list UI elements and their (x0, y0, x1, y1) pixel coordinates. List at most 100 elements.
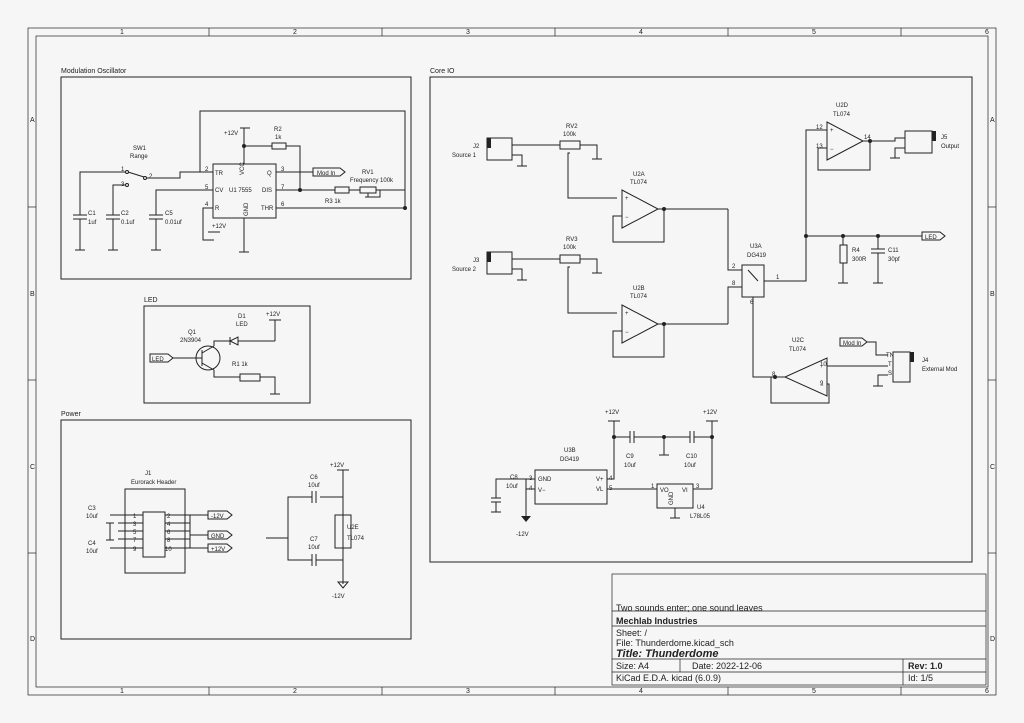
svg-text:13: 13 (816, 144, 823, 150)
svg-text:6: 6 (281, 202, 285, 208)
u3a-dg419-switch (741, 264, 765, 298)
col-2-top: 2 (293, 29, 297, 36)
j2-ref: J2 (473, 144, 480, 150)
j5-ref: J5 (941, 135, 948, 141)
svg-text:8: 8 (167, 538, 171, 544)
svg-text:2: 2 (205, 167, 209, 173)
j1-ref: J1 (145, 471, 152, 477)
svg-text:+: + (830, 128, 834, 134)
c1-value: 1uf (88, 220, 97, 226)
tb-company: Mechlab Industries (616, 616, 698, 626)
c2-ref: C2 (121, 211, 129, 217)
c11-value: 30pf (888, 257, 900, 263)
j5-value: Output (941, 144, 959, 150)
col-2-bottom: 2 (293, 688, 297, 695)
q1-value: 2N3904 (180, 338, 202, 344)
power-section: Power J1 Eurorack Header 1 3 5 7 9 2 4 6… (60, 411, 412, 640)
svg-text:GND: GND (669, 491, 675, 505)
svg-text:3: 3 (133, 522, 137, 528)
u2c-value: TL074 (789, 347, 807, 353)
row-d-left: D (30, 636, 35, 643)
modosc-modin: Mod In (317, 171, 335, 177)
j3-jack (486, 251, 513, 275)
svg-text:1: 1 (651, 484, 655, 490)
svg-text:1: 1 (121, 167, 125, 173)
c6-value: 10uf (308, 483, 320, 489)
u1-label: U1 7555 (229, 188, 252, 194)
svg-text:VCC: VCC (240, 162, 246, 175)
tb-sheet: Sheet: / (616, 628, 648, 638)
svg-text:14: 14 (864, 135, 871, 141)
c5-ref: C5 (165, 211, 173, 217)
led-netlabel-out (921, 231, 946, 241)
row-b-right: B (990, 291, 995, 298)
rv3-ref: RV3 (566, 237, 578, 243)
svg-text:12: 12 (816, 125, 823, 131)
svg-text:GND: GND (538, 477, 552, 483)
svg-text:8: 8 (772, 372, 776, 378)
rv2-value: 100k (563, 132, 577, 138)
u3a-ref: U3A (750, 244, 762, 250)
rv2-ref: RV2 (566, 124, 578, 130)
c4-value: 10uf (86, 549, 98, 555)
j1-value: Eurorack Header (131, 480, 176, 486)
col-5-bottom: 5 (812, 688, 816, 695)
net-gnd: GND (211, 534, 225, 540)
svg-text:TR: TR (215, 171, 224, 177)
d1-led (228, 336, 239, 346)
svg-text:THR: THR (261, 206, 274, 212)
power-p12-label: +12V (330, 463, 344, 469)
r4-ref: R4 (852, 248, 860, 254)
section-title-led: LED (144, 297, 158, 304)
svg-text:2: 2 (149, 174, 153, 180)
col-6-top: 6 (985, 29, 989, 36)
u2e-value: TL074 (347, 536, 365, 542)
u3b-dg419-power (534, 469, 608, 505)
svg-text:6: 6 (167, 530, 171, 536)
tb-tool: KiCad E.D.A. kicad (6.0.9) (616, 673, 721, 683)
u3b-ref: U3B (564, 448, 576, 454)
row-d-right: D (990, 636, 995, 643)
svg-text:4: 4 (167, 522, 171, 528)
u2b-ref: U2B (633, 286, 645, 292)
svg-text:V−: V− (538, 488, 546, 494)
row-c-left: C (30, 464, 35, 471)
u2e-ref: U2E (347, 525, 359, 531)
j2-value: Source 1 (452, 153, 477, 159)
r2-value: 1k (275, 135, 282, 141)
svg-text:6: 6 (750, 300, 754, 306)
r4-resistor (839, 244, 848, 264)
title-block: Two sounds enter; one sound leaves Mechl… (611, 573, 987, 686)
u2a-opamp (621, 189, 660, 229)
svg-text:R: R (215, 206, 220, 212)
led-vcc-label: +12V (266, 312, 280, 318)
tb-date: Date: 2022-12-06 (692, 661, 762, 671)
tb-id: Id: 1/5 (908, 673, 933, 683)
net-m12: -12V (211, 514, 224, 520)
c5-value: 0.01uf (165, 220, 182, 226)
row-c-right: C (990, 464, 995, 471)
c9-value: 10uf (624, 463, 636, 469)
modosc-vcc-label: +12V (224, 131, 238, 137)
r1-label: R1 1k (232, 362, 249, 368)
svg-text:8: 8 (732, 281, 736, 287)
col-6-bottom: 6 (985, 688, 989, 695)
rv1-value: Frequency 100k (350, 178, 394, 184)
row-a-left: A (30, 117, 35, 124)
modin-netlabel-core (839, 337, 868, 347)
j4-ref: J4 (922, 358, 929, 364)
svg-text:DIS: DIS (262, 188, 272, 194)
tb-size: Size: A4 (616, 661, 649, 671)
u2b-value: TL074 (630, 294, 648, 300)
j3-value: Source 2 (452, 267, 477, 273)
u4-ref: U4 (697, 505, 705, 511)
c8-ref: C8 (510, 475, 518, 481)
tb-comment: Two sounds enter; one sound leaves (616, 603, 763, 613)
c3-ref: C3 (88, 506, 96, 512)
svg-text:+: + (820, 364, 824, 370)
svg-text:VI: VI (682, 488, 688, 494)
core-m12-label: -12V (516, 532, 529, 538)
svg-text:4: 4 (205, 202, 209, 208)
svg-text:7: 7 (281, 185, 285, 191)
svg-text:T: T (888, 362, 892, 368)
